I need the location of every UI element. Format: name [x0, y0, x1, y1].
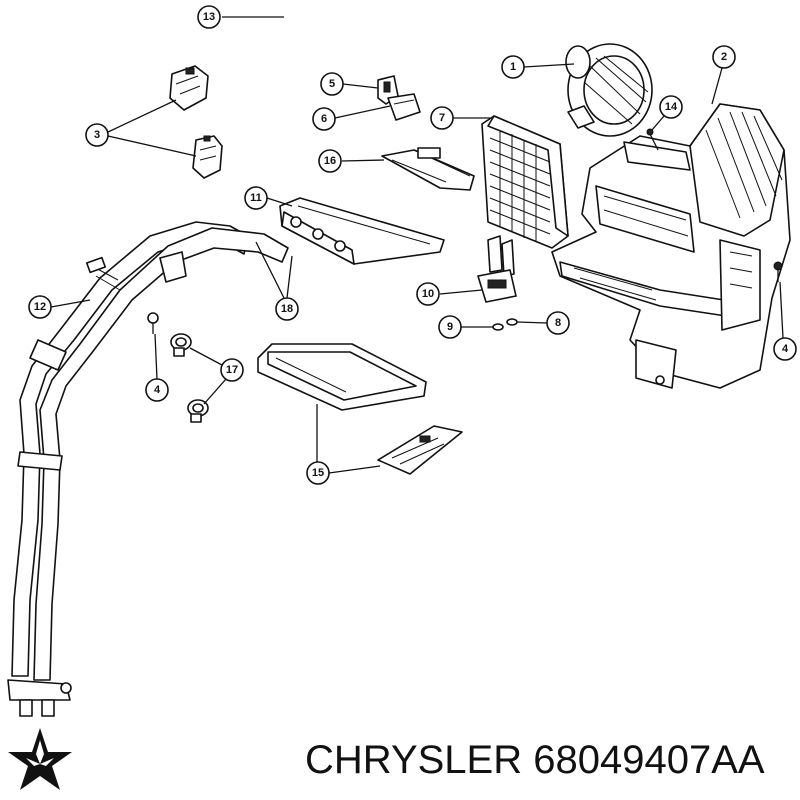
screw-14	[646, 128, 659, 151]
svg-text:4: 4	[782, 343, 789, 355]
callout-7: 7	[430, 106, 490, 130]
callout-17: 17	[189, 347, 244, 405]
callout-4-left: 4	[145, 333, 169, 402]
actuator-upper	[169, 65, 209, 111]
callout-8: 8	[516, 311, 570, 335]
clamp-lower	[187, 399, 209, 423]
svg-text:6: 6	[321, 113, 327, 125]
callout-10: 10	[416, 282, 483, 306]
actuator-lower	[192, 135, 223, 179]
callout-3: 3	[85, 99, 197, 157]
callout-15: 15	[306, 404, 381, 485]
svg-text:15: 15	[312, 467, 324, 479]
filter	[377, 425, 463, 475]
svg-text:10: 10	[422, 288, 434, 300]
filter-door	[381, 147, 475, 191]
part-caption: CHRYSLER 68049407AA	[305, 738, 765, 783]
expansion-valve	[477, 235, 517, 303]
callout-2: 2	[711, 45, 736, 105]
hose-assembly	[7, 221, 289, 717]
svg-text:5: 5	[329, 78, 335, 90]
screw-left	[147, 312, 159, 334]
svg-text:17: 17	[226, 364, 238, 376]
o-ring-8	[506, 318, 518, 326]
callout-9: 9	[438, 315, 493, 339]
heater-core	[279, 197, 445, 265]
callout-4-right: 4	[773, 281, 797, 361]
svg-text:8: 8	[555, 317, 561, 329]
callout-14: 14	[651, 95, 683, 131]
evaporator-core	[481, 115, 569, 249]
screw-right	[773, 261, 783, 282]
callout-5: 5	[320, 72, 379, 96]
svg-text:7: 7	[439, 112, 445, 124]
svg-text:9: 9	[447, 321, 453, 333]
svg-text:13: 13	[203, 11, 215, 23]
svg-text:16: 16	[324, 155, 336, 167]
svg-text:2: 2	[721, 51, 727, 63]
svg-text:1: 1	[510, 61, 516, 73]
svg-text:4: 4	[154, 384, 161, 396]
svg-text:14: 14	[665, 101, 678, 113]
callout-6: 6	[312, 105, 391, 131]
callout-18: 18	[255, 241, 299, 321]
blower-motor	[565, 43, 653, 137]
chrysler-logo-icon	[8, 728, 72, 790]
resistor-connector	[387, 93, 421, 121]
brand-name: CHRYSLER	[305, 738, 523, 782]
hvac-housing	[551, 103, 791, 389]
o-ring-9	[492, 323, 504, 331]
svg-text:3: 3	[94, 129, 100, 141]
clamp-upper	[170, 333, 192, 357]
callout-12: 12	[28, 295, 91, 319]
svg-text:11: 11	[250, 192, 262, 204]
callout-13: 13	[197, 5, 221, 29]
callout-1: 1	[501, 55, 575, 79]
svg-text:18: 18	[281, 303, 293, 315]
filter-tray	[257, 343, 427, 411]
callout-11: 11	[244, 186, 293, 210]
svg-text:12: 12	[34, 301, 46, 313]
part-number: 68049407AA	[533, 738, 765, 782]
callout-16: 16	[318, 149, 385, 173]
